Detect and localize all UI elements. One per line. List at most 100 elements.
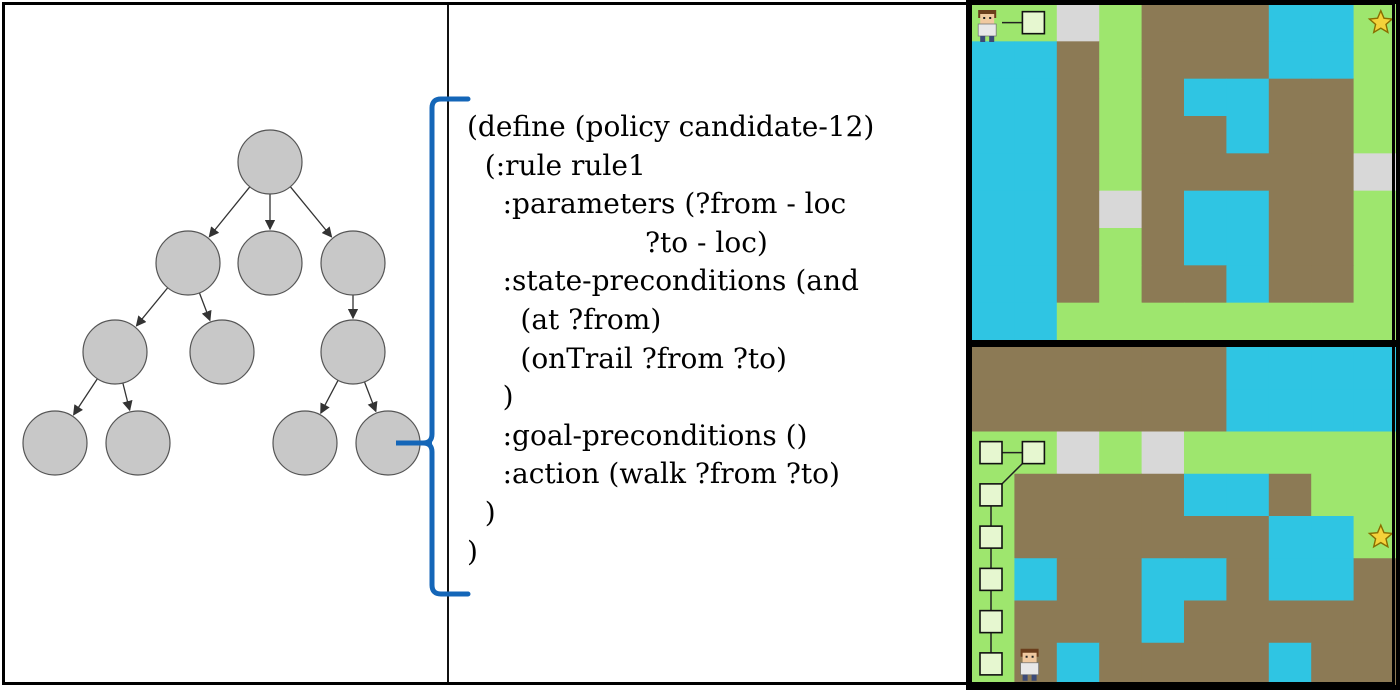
water-tile bbox=[1056, 642, 1100, 685]
dirt-tile bbox=[1056, 228, 1100, 266]
dirt-tile bbox=[1184, 600, 1227, 644]
dirt-tile bbox=[1099, 347, 1143, 390]
dirt-tile bbox=[1268, 116, 1312, 154]
water-tile bbox=[1311, 4, 1355, 42]
dirt-tile bbox=[1099, 516, 1143, 559]
tree-edge-arrow bbox=[122, 382, 133, 412]
water-tile bbox=[1014, 41, 1058, 80]
dirt-tile bbox=[1141, 473, 1185, 517]
water-tile bbox=[1014, 116, 1058, 154]
water-tile bbox=[1014, 78, 1058, 117]
water-tile bbox=[1014, 302, 1058, 340]
tree-node bbox=[82, 319, 148, 385]
trail-marker-icon bbox=[979, 525, 1003, 549]
panel-divider bbox=[447, 2, 449, 685]
tree-node bbox=[22, 410, 88, 476]
dirt-tile bbox=[1268, 600, 1312, 644]
water-tile bbox=[972, 78, 1015, 117]
grid-map-bottom bbox=[972, 347, 1396, 685]
grass-tile bbox=[1184, 302, 1227, 340]
stone-tile bbox=[1141, 431, 1185, 475]
water-tile bbox=[1226, 116, 1270, 154]
water-tile bbox=[1226, 190, 1270, 229]
water-tile bbox=[1226, 389, 1270, 432]
stone-tile bbox=[1099, 190, 1143, 229]
dirt-tile bbox=[1353, 558, 1396, 601]
stone-tile bbox=[1056, 431, 1100, 475]
grass-tile bbox=[1311, 431, 1355, 475]
water-tile bbox=[1226, 473, 1270, 517]
tree-node bbox=[320, 230, 386, 296]
grass-tile bbox=[1353, 78, 1396, 117]
grass-tile bbox=[1056, 302, 1100, 340]
water-tile bbox=[1268, 389, 1312, 432]
star-icon bbox=[1367, 523, 1394, 549]
dirt-tile bbox=[1353, 600, 1396, 644]
tree-edge-arrow bbox=[363, 381, 378, 413]
dirt-tile bbox=[1014, 389, 1058, 432]
water-tile bbox=[1311, 558, 1355, 601]
code-line: :state-preconditions (and bbox=[467, 264, 859, 298]
dirt-tile bbox=[1311, 116, 1355, 154]
water-tile bbox=[1226, 265, 1270, 304]
dirt-tile bbox=[1141, 153, 1185, 192]
dirt-tile bbox=[1184, 41, 1227, 80]
trail-marker-icon bbox=[1021, 10, 1046, 35]
tree-edge-arrow bbox=[289, 186, 333, 238]
dirt-tile bbox=[1226, 558, 1270, 601]
dirt-tile bbox=[1184, 389, 1227, 432]
policy-code: (define (policy candidate-12) (:rule rul… bbox=[467, 108, 874, 571]
trail-marker-icon bbox=[979, 567, 1003, 592]
grass-tile bbox=[1099, 41, 1143, 80]
grass-tile bbox=[1099, 431, 1143, 475]
dirt-tile bbox=[1311, 228, 1355, 266]
grass-tile bbox=[1099, 4, 1143, 42]
grass-tile bbox=[1099, 153, 1143, 192]
code-line: (define (policy candidate-12) bbox=[467, 110, 875, 143]
stone-tile bbox=[1056, 4, 1100, 42]
dirt-tile bbox=[1141, 116, 1185, 154]
dirt-tile bbox=[1184, 347, 1227, 390]
tree-edge-arrow bbox=[135, 287, 169, 327]
grass-tile bbox=[1099, 302, 1143, 340]
code-line: (:rule rule1 bbox=[467, 148, 646, 182]
dirt-tile bbox=[1311, 153, 1355, 192]
grass-tile bbox=[1353, 473, 1396, 517]
grass-tile bbox=[1268, 302, 1312, 340]
dirt-tile bbox=[1099, 473, 1143, 517]
dirt-tile bbox=[1056, 473, 1100, 517]
stone-tile bbox=[1353, 153, 1396, 192]
grass-tile bbox=[1353, 41, 1396, 80]
grass-tile bbox=[1099, 265, 1143, 304]
dirt-tile bbox=[1056, 516, 1100, 559]
water-tile bbox=[1014, 265, 1058, 304]
grass-tile bbox=[1353, 431, 1396, 475]
dirt-tile bbox=[1184, 116, 1227, 154]
star-icon bbox=[1367, 8, 1394, 34]
code-line: :parameters (?from - loc bbox=[467, 187, 847, 221]
water-tile bbox=[972, 116, 1015, 154]
dirt-tile bbox=[1099, 642, 1143, 685]
dirt-tile bbox=[1268, 228, 1312, 266]
dirt-tile bbox=[1141, 228, 1185, 266]
water-tile bbox=[1268, 558, 1312, 601]
water-tile bbox=[1141, 558, 1185, 601]
dirt-tile bbox=[1311, 78, 1355, 117]
dirt-tile bbox=[1226, 41, 1270, 80]
tree-edge-arrow bbox=[198, 292, 212, 322]
tree-node bbox=[189, 319, 255, 385]
dirt-tile bbox=[1311, 190, 1355, 229]
dirt-tile bbox=[1099, 600, 1143, 644]
grass-tile bbox=[1353, 190, 1396, 229]
dirt-tile bbox=[1056, 116, 1100, 154]
water-tile bbox=[972, 265, 1015, 304]
water-tile bbox=[972, 41, 1015, 80]
dirt-tile bbox=[1311, 642, 1355, 685]
dirt-tile bbox=[1311, 600, 1355, 644]
trail-marker-icon bbox=[979, 652, 1003, 676]
dirt-tile bbox=[1184, 642, 1227, 685]
water-tile bbox=[1353, 347, 1396, 390]
code-line: (onTrail ?from ?to) bbox=[467, 341, 787, 375]
code-line: :action (walk ?from ?to) bbox=[467, 457, 840, 491]
